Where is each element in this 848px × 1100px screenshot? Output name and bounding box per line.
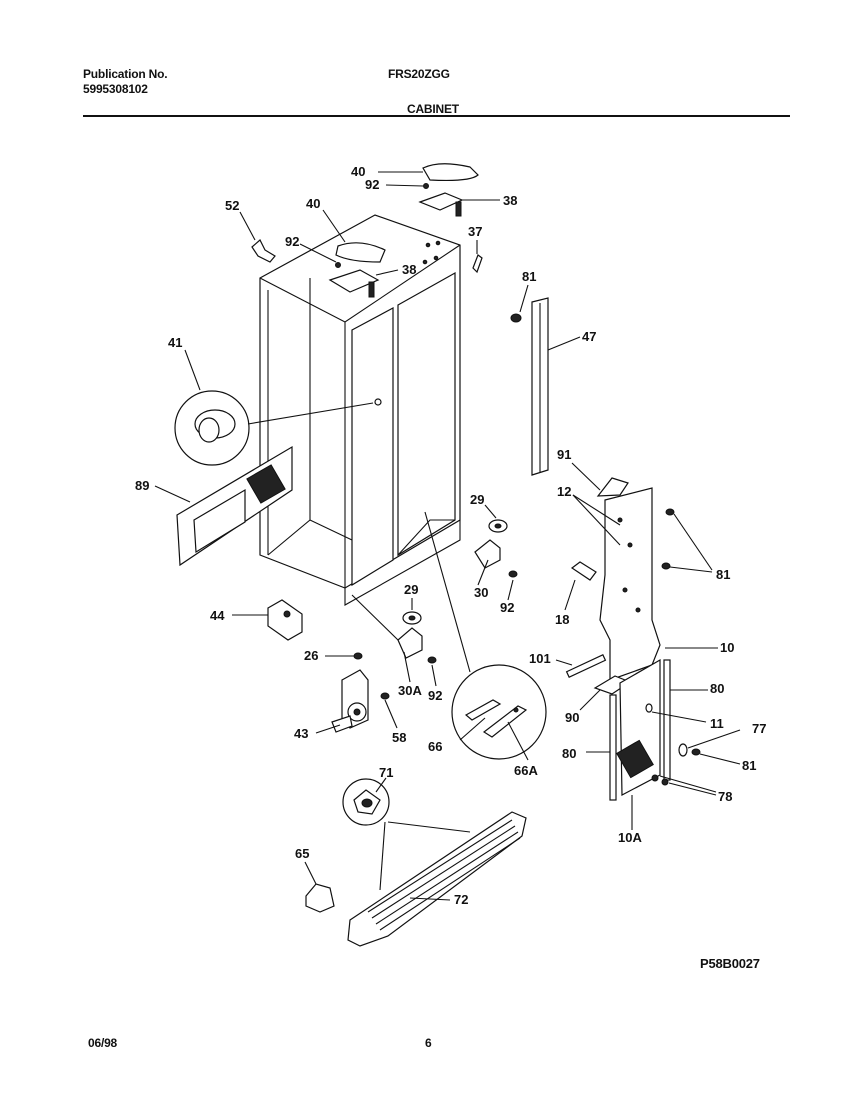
callout-80: 80 (562, 746, 576, 761)
washer-29a (488, 519, 508, 533)
callout-81: 81 (522, 269, 536, 284)
callout-30A: 30A (398, 683, 422, 698)
callout-11: 11 (710, 716, 724, 731)
callout-92: 92 (428, 688, 442, 703)
publication-number: 5995308102 (83, 82, 148, 96)
roller-assembly-43 (331, 669, 369, 733)
part-52 (251, 239, 276, 263)
callout-12: 12 (557, 484, 571, 499)
callout-81: 81 (716, 567, 730, 582)
screw-81a (510, 313, 522, 323)
detail-71 (342, 778, 390, 826)
callout-77: 77 (752, 721, 766, 736)
screw-78a (651, 774, 659, 782)
callout-90: 90 (565, 710, 579, 725)
callout-38: 38 (402, 262, 416, 277)
callout-52: 52 (225, 198, 239, 213)
callout-labels: 40 92 38 52 40 92 38 37 81 47 41 89 91 1… (135, 164, 766, 907)
callout-26: 26 (304, 648, 318, 663)
callout-80: 80 (710, 681, 724, 696)
screw-92c (508, 570, 518, 578)
part-65 (305, 883, 335, 913)
grille-72 (347, 811, 527, 947)
screw-78b (661, 778, 669, 786)
detail-66 (451, 664, 547, 760)
panel-10A (616, 658, 661, 796)
screw-58 (380, 692, 390, 700)
rail-47 (531, 297, 549, 476)
part-18 (570, 561, 597, 581)
screw-81c (661, 562, 671, 570)
callout-40: 40 (306, 196, 320, 211)
callout-58: 58 (392, 730, 406, 745)
callout-91: 91 (557, 447, 571, 462)
gasket-80a (663, 659, 671, 781)
callout-78: 78 (718, 789, 732, 804)
callout-65: 65 (295, 846, 309, 861)
callout-18: 18 (555, 612, 569, 627)
callout-44: 44 (210, 608, 225, 623)
callout-81: 81 (742, 758, 756, 773)
detail-41 (174, 390, 250, 466)
cabinet-body (259, 214, 461, 606)
callout-40: 40 (351, 164, 365, 179)
callout-66: 66 (428, 739, 442, 754)
callout-89: 89 (135, 478, 149, 493)
callout-37: 37 (468, 224, 482, 239)
callout-92: 92 (365, 177, 379, 192)
callout-66A: 66A (514, 763, 538, 778)
publication-label: Publication No. (83, 67, 168, 81)
model-number: FRS20ZGG (388, 67, 450, 81)
callout-29: 29 (470, 492, 484, 507)
screw-92d (427, 656, 437, 664)
screw-26 (353, 652, 363, 660)
footer-date: 06/98 (88, 1036, 118, 1050)
top-hinge-cover-upper (418, 163, 479, 217)
callout-71: 71 (379, 765, 393, 780)
gasket-80b (609, 694, 617, 801)
section-title: CABINET (407, 102, 459, 116)
washer-29b (402, 611, 422, 625)
callout-92: 92 (285, 234, 299, 249)
callout-29: 29 (404, 582, 418, 597)
callout-101: 101 (529, 651, 551, 666)
callout-47: 47 (582, 329, 596, 344)
part-44 (267, 599, 303, 641)
header-rule (83, 115, 790, 117)
top-hinge-cover-lower (328, 242, 386, 298)
hinge-30 (474, 539, 501, 569)
callout-92: 92 (500, 600, 514, 615)
callout-41: 41 (168, 335, 182, 350)
drawing-id: P58B0027 (700, 956, 760, 971)
part-101 (565, 654, 607, 678)
part-37 (472, 254, 483, 274)
callout-38: 38 (503, 193, 517, 208)
bracket-10 (596, 477, 661, 681)
page-number: 6 (425, 1036, 432, 1050)
callout-43: 43 (294, 726, 308, 741)
callout-10A: 10A (618, 830, 642, 845)
panel-89 (176, 445, 293, 567)
callout-10: 10 (720, 640, 734, 655)
screw-81b (665, 508, 675, 516)
hinge-30A (397, 627, 423, 659)
screw-81d (691, 748, 701, 756)
callout-72: 72 (454, 892, 468, 907)
part-77 (678, 743, 688, 757)
callout-30: 30 (474, 585, 488, 600)
